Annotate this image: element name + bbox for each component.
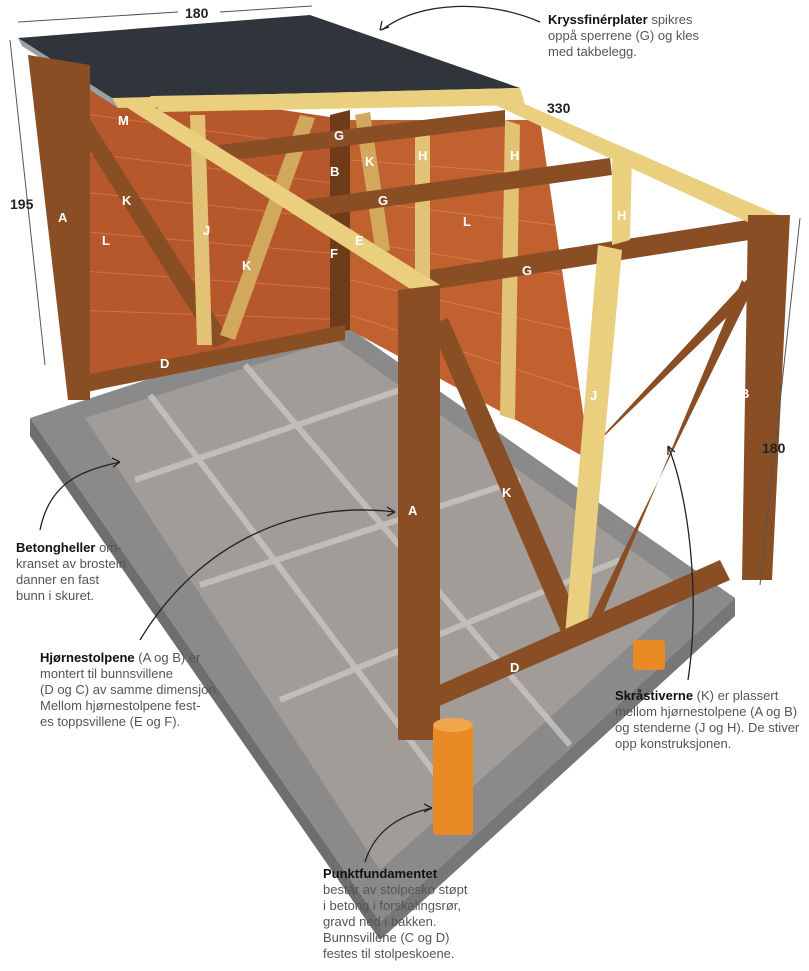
callout-foundation-text4: Bunnsvillene (C og D) (323, 930, 450, 945)
label-b-right: B (740, 386, 749, 401)
callout-paving-text4: bunn i skuret. (16, 588, 95, 603)
label-b-back: B (330, 164, 339, 179)
callout-corner-posts-text5: es toppsvillene (E og F). (40, 714, 181, 729)
label-l-right: L (463, 214, 471, 229)
callout-braces-text4: opp konstruksjonen. (615, 736, 732, 751)
label-e-left: E (355, 233, 364, 248)
label-m: M (118, 113, 129, 128)
label-k-6: K (669, 422, 679, 437)
label-k-4: K (502, 485, 512, 500)
callout-paving-text2: kranset av brostein (16, 556, 126, 571)
callout-corner-posts: Hjørnestolpene (A og B) er montert til b… (40, 650, 260, 730)
label-d-front: D (510, 660, 519, 675)
callout-roof-title: Kryssfinérplater (548, 12, 648, 27)
label-d-back: D (160, 356, 169, 371)
callout-foundation: Punktfundamentet består av stolpesko stø… (323, 866, 503, 962)
label-g-1: G (334, 128, 344, 143)
label-h-1: H (418, 148, 427, 163)
label-j-front: J (590, 388, 597, 403)
label-g-3: G (522, 263, 532, 278)
callout-roof-text3: med takbelegg. (548, 44, 637, 59)
callout-braces-title: Skråstiverne (615, 688, 694, 703)
label-k-3: K (242, 258, 252, 273)
dimension-top: 180 (185, 5, 209, 21)
callout-roof-text1: spikres (647, 12, 693, 27)
callout-corner-posts-text3: (D og C) av samme dimensjon. (40, 682, 220, 697)
callout-braces-text3: og stenderne (J og H). De stiver (615, 720, 800, 735)
callout-foundation-text1: består av stolpesko støpt (323, 882, 468, 897)
callout-corner-posts-title: Hjørnestolpene (40, 650, 135, 665)
callout-roof: Kryssfinérplater spikres oppå sperrene (… (548, 12, 788, 60)
callout-foundation-text3: gravd ned i bakken. (323, 914, 437, 929)
label-j-back: J (203, 223, 210, 238)
label-k-5: K (652, 390, 662, 405)
callout-paving: Betongheller om- kranset av brostein dan… (16, 540, 166, 604)
front-framing (398, 155, 790, 740)
callout-foundation-title: Punktfundamentet (323, 866, 438, 881)
callout-foundation-text5: festes til stolpeskoene. (323, 946, 455, 961)
label-a-left: A (58, 210, 68, 225)
foundation-tubes (433, 640, 665, 835)
dimension-front-right: 330 (547, 100, 571, 116)
dimension-left: 195 (10, 196, 34, 212)
dimension-right: 180 (762, 440, 786, 456)
callout-arrows (39, 5, 694, 863)
label-k-2: K (365, 154, 375, 169)
label-h-2: H (510, 148, 519, 163)
label-l-left: L (102, 233, 110, 248)
label-g-2: G (378, 193, 388, 208)
paving-base (30, 318, 735, 940)
callout-paving-text1: om- (95, 540, 122, 555)
part-labels: A A B B C D D E E F G G G H H H J J K K … (58, 113, 749, 675)
back-framing (28, 55, 520, 420)
rafters (112, 90, 790, 290)
label-h-3: H (617, 208, 626, 223)
callout-braces: Skråstiverne (K) er plassert mellom hjør… (615, 688, 807, 752)
callout-corner-posts-text1: (A og B) er (134, 650, 201, 665)
label-a-front: A (408, 503, 418, 518)
dimension-lines (9, 5, 801, 586)
callout-braces-text2: mellom hjørnestolpene (A og B) (615, 704, 798, 719)
callout-corner-posts-text4: Mellom hjørnestolpene fest- (40, 698, 201, 713)
label-e-right: E (656, 180, 665, 195)
callout-foundation-text2: i betong i forskalingsrør, (323, 898, 462, 913)
label-c: C (530, 436, 540, 451)
callout-braces-text1: (K) er plassert (693, 688, 779, 703)
callout-roof-text2: oppå sperrene (G) og kles (548, 28, 700, 43)
callout-paving-title: Betongheller (16, 540, 96, 555)
callout-corner-posts-text2: montert til bunnsvillene (40, 666, 173, 681)
callout-paving-text3: danner en fast (16, 572, 100, 587)
label-k-1: K (122, 193, 132, 208)
label-f: F (330, 246, 338, 261)
